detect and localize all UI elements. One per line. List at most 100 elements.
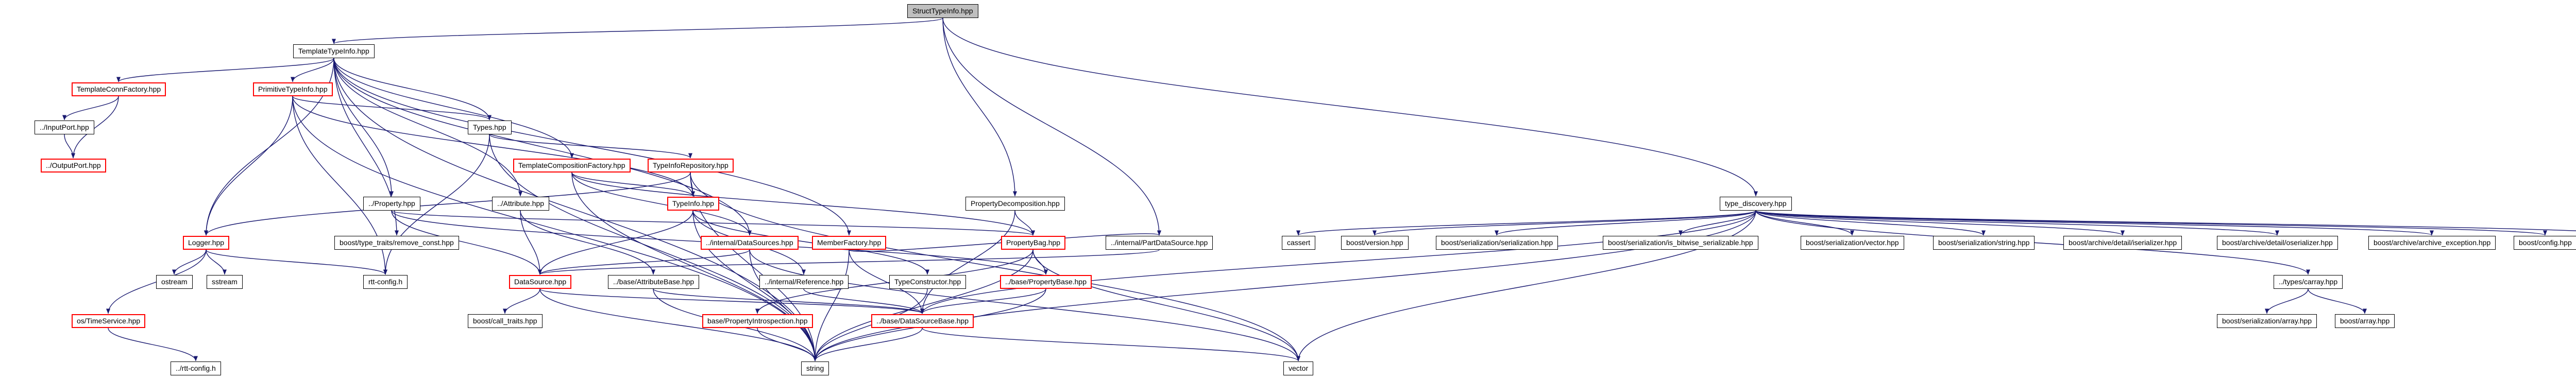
graph-node: boost/serialization/string.hpp [1933, 236, 2035, 250]
include-edge [1372, 210, 1756, 236]
include-edge [172, 249, 207, 275]
graph-node: boost/serialization/vector.hpp [1801, 236, 1904, 250]
graph-node[interactable]: ../base/DataSourceBase.hpp [871, 314, 974, 328]
graph-node[interactable]: PrimitiveTypeInfo.hpp [253, 82, 333, 96]
graph-node[interactable]: type_discovery.hpp [1720, 197, 1792, 211]
graph-node: string [801, 361, 829, 375]
include-edge [1296, 210, 1756, 236]
graph-node: ../rtt-config.h [171, 361, 221, 375]
graph-node: boost/array.hpp [2335, 314, 2395, 328]
include-edge [332, 18, 943, 44]
include-edge [538, 249, 750, 275]
include-edge [749, 249, 817, 361]
graph-node: boost/serialization/array.hpp [2217, 314, 2317, 328]
include-edge [204, 172, 691, 236]
include-edge [920, 210, 1015, 314]
graph-node[interactable]: ../internal/PartDataSource.hpp [1106, 236, 1213, 250]
include-edge [942, 18, 1017, 197]
graph-node[interactable]: TypeInfoRepository.hpp [648, 159, 734, 173]
include-edge [692, 210, 929, 275]
graph-node[interactable]: TemplateTypeInfo.hpp [293, 44, 375, 58]
graph-node[interactable]: ../types/carray.hpp [2274, 275, 2343, 289]
include-edge [116, 58, 334, 82]
graph-node[interactable]: ../Attribute.hpp [492, 197, 550, 211]
include-edge [920, 288, 1046, 314]
include-edge [204, 96, 293, 236]
graph-node[interactable]: ../OutputPort.hpp [41, 159, 106, 173]
include-edge [292, 96, 695, 197]
graph-node[interactable]: ../base/PropertyBase.hpp [1000, 275, 1092, 289]
graph-node: boost/archive/archive_exception.hpp [2368, 236, 2496, 250]
include-edge [333, 58, 394, 197]
include-edge [108, 328, 198, 361]
graph-node: boost/serialization/is_bitwise_serializa… [1603, 236, 1758, 250]
include-edge [539, 288, 817, 361]
graph-node: cassert [1282, 236, 1316, 250]
graph-node[interactable]: PropertyBag.hpp [1001, 236, 1066, 250]
include-edge [489, 134, 692, 159]
include-edge [1495, 210, 1756, 236]
include-edge [391, 210, 1035, 236]
include-edge [922, 328, 1300, 361]
include-edge [333, 58, 752, 236]
graph-node[interactable]: DataSource.hpp [509, 275, 572, 289]
include-edge [520, 210, 655, 275]
include-edge [1755, 210, 2434, 236]
include-edge [391, 210, 542, 275]
include-edge [571, 172, 752, 236]
graph-node[interactable]: ../Property.hpp [363, 197, 420, 211]
include-edge [2265, 288, 2309, 314]
graph-node[interactable]: PropertyDecomposition.hpp [965, 197, 1065, 211]
graph-node[interactable]: ../internal/DataSources.hpp [701, 236, 799, 250]
include-edge [1755, 210, 2279, 236]
graph-node[interactable]: ../internal/Reference.hpp [759, 275, 849, 289]
include-edge [1032, 249, 1048, 275]
graph-node[interactable]: TemplateCompositionFactory.hpp [513, 159, 631, 173]
graph-node[interactable]: ../base/AttributeBase.hpp [608, 275, 700, 289]
include-edge [813, 249, 1033, 361]
graph-node[interactable]: Types.hpp [468, 120, 512, 134]
include-edge [920, 210, 1756, 314]
graph-node: sstream [207, 275, 243, 289]
include-edge [813, 328, 923, 361]
include-edge [757, 328, 817, 361]
graph-node: boost/type_traits/remove_const.hpp [334, 236, 459, 250]
include-edge [292, 96, 817, 361]
graph-node: rtt-config.h [363, 275, 408, 289]
include-edge [2308, 288, 2367, 314]
include-edge [849, 249, 924, 314]
graph-node[interactable]: os/TimeService.hpp [72, 314, 146, 328]
graph-node[interactable]: ../InputPort.hpp [35, 120, 94, 134]
graph-node[interactable]: Logger.hpp [183, 236, 230, 250]
graph-node[interactable]: MemberFactory.hpp [812, 236, 887, 250]
include-edge [64, 134, 75, 159]
graph-node: boost/archive/detail/oserializer.hpp [2217, 236, 2338, 250]
include-edge [333, 58, 817, 361]
include-edge [333, 58, 851, 236]
graph-node[interactable]: TypeConstructor.hpp [889, 275, 967, 289]
include-edge [1679, 210, 1756, 236]
include-edge [538, 210, 693, 275]
include-edge [206, 249, 387, 275]
include-edge [520, 210, 542, 275]
include-edge [571, 172, 1035, 236]
include-edge [291, 58, 334, 82]
include-edge [653, 288, 924, 314]
graph-node: ostream [156, 275, 193, 289]
include-edge [1755, 210, 2125, 236]
include-edge [749, 249, 1300, 361]
graph-node[interactable]: TemplateConnFactory.hpp [72, 82, 166, 96]
include-edge [571, 172, 817, 361]
include-edge [1755, 210, 2576, 231]
include-edge [1755, 210, 1854, 236]
graph-node[interactable]: base/PropertyIntrospection.hpp [702, 314, 813, 328]
graph-node[interactable]: TypeInfo.hpp [667, 197, 719, 211]
graph-node: boost/serialization/serialization.hpp [1436, 236, 1558, 250]
include-edge [571, 172, 695, 197]
include-edge [1032, 249, 1300, 361]
include-edge [333, 58, 574, 159]
include-edge [333, 58, 522, 197]
graph-node: boost/config.hpp [2514, 236, 2576, 250]
